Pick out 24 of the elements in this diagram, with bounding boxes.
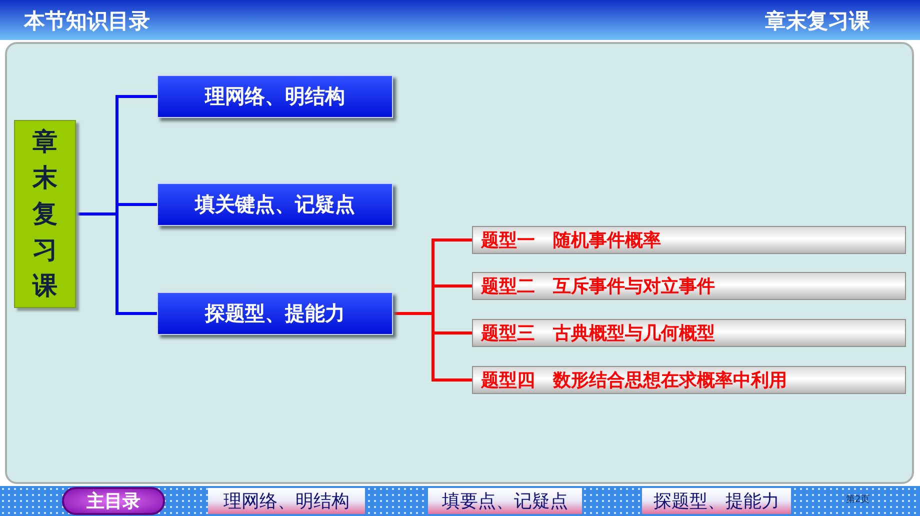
nav-button: 探题型、提能力 — [642, 488, 791, 514]
question-type-box — [472, 272, 906, 300]
box-text: 题型四 数形结合思想在求概率中利用 — [481, 369, 787, 392]
page-number: 第2页 — [846, 494, 870, 506]
chapter-heading: 章末复习课 — [765, 8, 870, 35]
question-type-box — [472, 226, 906, 254]
nav-button: 理网络、明结构 — [208, 488, 365, 514]
question-type-box — [472, 366, 906, 394]
box-text: 填关键点、记疑点 — [195, 191, 355, 218]
topic-box — [157, 75, 393, 118]
title: 本节知识目录 — [24, 8, 150, 35]
box-text: 章末复习课 — [31, 126, 58, 302]
title-box — [14, 120, 76, 308]
box-text: 理网络、明结构 — [205, 83, 345, 110]
nav-button: 填要点、记疑点 — [428, 488, 582, 514]
box-text: 题型二 互斥事件与对立事件 — [481, 275, 715, 298]
topic-box — [157, 183, 393, 226]
box-text: 探题型、提能力 — [205, 300, 345, 327]
connector-line — [76, 212, 157, 315]
box-text: 题型一 随机事件概率 — [481, 229, 661, 252]
topic-box — [157, 292, 393, 335]
question-type-box — [472, 319, 906, 347]
home-button: 主目录 — [62, 487, 165, 515]
box-text: 题型三 古典概型与几何概型 — [481, 322, 715, 345]
